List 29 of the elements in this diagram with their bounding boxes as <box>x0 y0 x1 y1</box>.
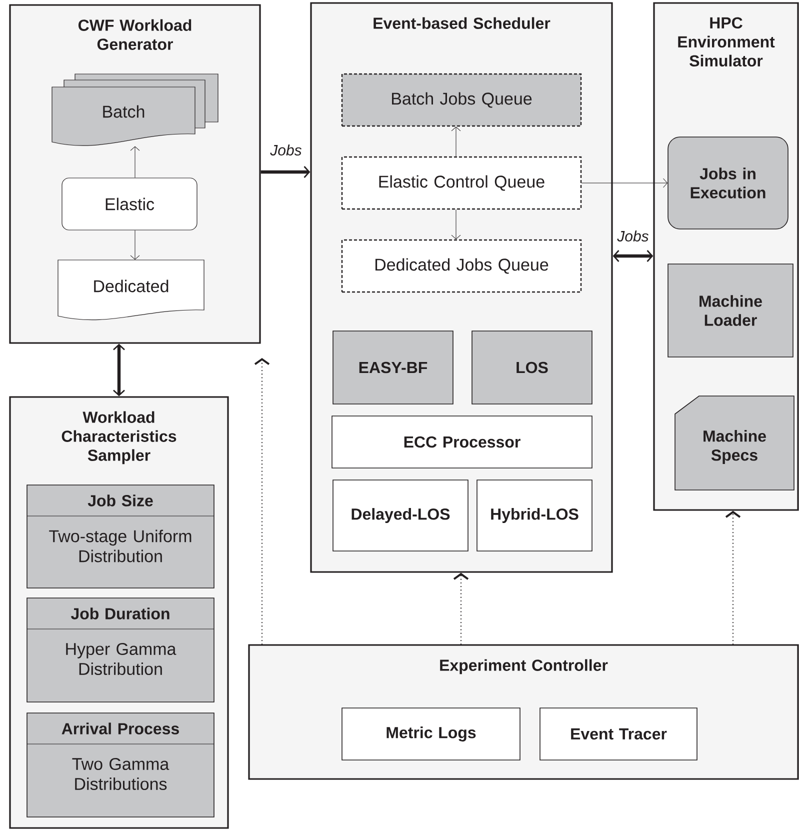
module-box: Hybrid-LOS <box>476 480 592 552</box>
rounded-box: Jobs in Execution <box>668 136 788 230</box>
queue-box: Elastic Control Queue <box>341 156 582 210</box>
arrow <box>581 178 668 188</box>
module-box: Event Tracer <box>540 708 698 760</box>
module-box: Delayed-LOS <box>332 480 468 552</box>
module-box: Metric Logs <box>342 708 520 760</box>
queue-box: Batch Jobs Queue <box>341 73 582 127</box>
module-box: ECC Processor <box>332 416 592 468</box>
arrow <box>130 230 140 260</box>
arrow <box>453 572 469 645</box>
arrow <box>451 209 461 240</box>
arrow <box>725 510 741 645</box>
edge-label: Jobs <box>617 230 649 242</box>
distribution-box: Arrival Process Two Gamma Distributions <box>26 712 214 818</box>
distribution-box: Job Duration Hyper Gamma Distribution <box>26 598 214 702</box>
arrow <box>130 146 140 178</box>
queue-box: Dedicated Jobs Queue <box>341 239 582 293</box>
arrow <box>612 250 654 262</box>
edge-label: Jobs <box>270 144 302 156</box>
rounded-box: Elastic <box>62 178 198 230</box>
arrow <box>451 126 461 157</box>
arrow <box>260 166 310 178</box>
module-box: EASY-BF <box>332 330 454 404</box>
module-box: LOS <box>472 330 592 404</box>
arrow <box>254 358 270 645</box>
distribution-box: Job Size Two-stage Uniform Distribution <box>26 484 214 588</box>
arrow <box>113 344 125 396</box>
module-box: Machine Loader <box>668 264 794 358</box>
